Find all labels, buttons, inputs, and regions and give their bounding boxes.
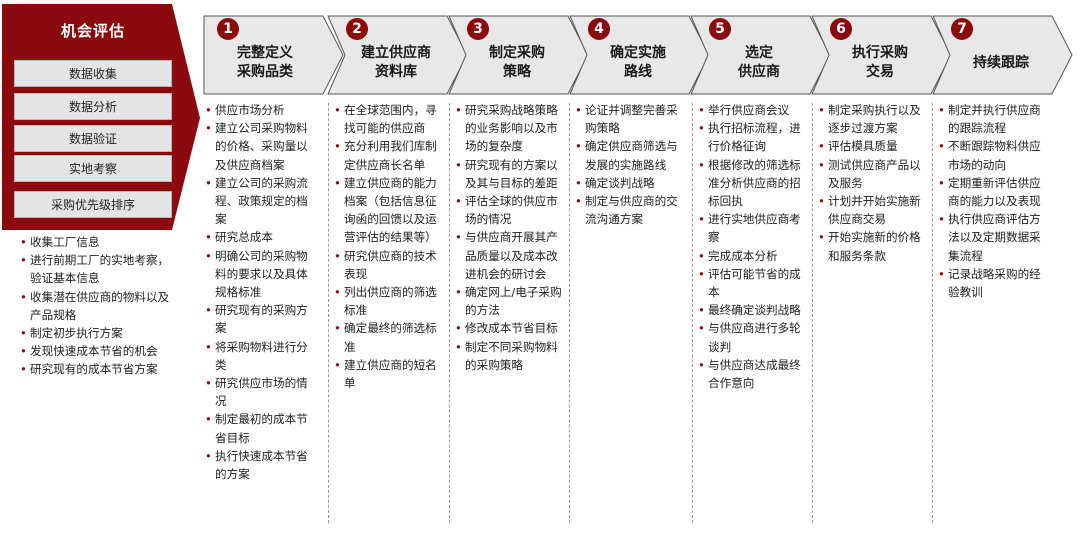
eval-item-priority-ranking: 采购优先级排序 [14,191,172,218]
list-item: 建立供应商的短名单 [334,356,446,392]
opportunity-evaluation-panel: 机会评估 数据收集 数据分析 数据验证 实地考察 采购优先级排序 [0,0,205,230]
list-item: 在全球范围内，寻找可能的供应商 [334,101,446,137]
step-title: 建立供应商资料库 [361,45,431,80]
step-bullet-list-execute-transaction: 制定采购执行以及逐步过渡方案评估模具质量测试供应商产品以及服务计划并开始实施新供… [818,101,930,265]
evaluation-title: 机会评估 [60,22,125,40]
step-title: 制定采购策略 [489,45,545,80]
list-item: 研究采购战略策略的业务影响以及市场的复杂度 [455,101,567,156]
list-item: 制定初步执行方案 [20,324,178,342]
step-title: 选定供应商 [738,45,780,80]
step-supplier-database: 2 建立供应商资料库 [327,15,469,95]
eval-item-site-visit: 实地考察 [14,155,172,182]
list-item: 明确公司的采购物料的要求以及具体规格标准 [205,247,317,302]
step-number-badge: 1 [217,18,239,40]
column-divider [692,103,693,523]
eval-item-data-collection: 数据收集 [14,60,172,87]
evaluation-bullet-list: 收集工厂信息 进行前期工厂的实地考察，验证基本信息 收集潜在供应商的物料以及产品… [20,233,178,379]
list-item: 计划并开始实施新供应商交易 [818,192,930,228]
list-item: 评估模具质量 [818,137,930,155]
list-item: 进行前期工厂的实地考察，验证基本信息 [20,251,178,287]
list-item: 论证并调整完善采购策略 [575,101,687,137]
list-item: 最终确定谈判战略 [698,301,810,319]
step-number-badge: 4 [588,18,610,40]
list-item: 进行实地供应商考察 [698,210,810,246]
column-divider [328,103,329,523]
step-define-category: 1 完整定义采购品类 [203,15,345,95]
list-item: 发现快速成本节省的机会 [20,342,178,360]
list-item: 执行供应商评估方法以及定期数据采集流程 [938,210,1050,265]
step-bullet-list-supplier-database: 在全球范围内，寻找可能的供应商充分利用我们库制定供应商长名单建立供应商的能力档案… [334,101,446,392]
eval-item-data-analysis: 数据分析 [14,93,172,120]
step-title: 持续跟踪 [973,54,1029,71]
list-item: 根据修改的筛选标准分析供应商的招标回执 [698,156,810,211]
list-item: 收集工厂信息 [20,233,178,251]
list-item: 列出供应商的筛选标准 [334,283,446,319]
list-item: 开始实施新的价格和服务条款 [818,228,930,264]
step-number-badge: 3 [467,18,489,40]
step-select-supplier: 5 选定供应商 [690,15,832,95]
list-item: 执行快速成本节省的方案 [205,447,317,483]
list-item: 测试供应商产品以及服务 [818,156,930,192]
list-item: 制定与供应商的交流沟通方案 [575,192,687,228]
step-number-badge: 7 [951,18,973,40]
list-item: 建立公司的采购流程、政策规定的档案 [205,174,317,229]
column-divider [569,103,570,523]
column-divider [449,103,450,523]
step-title: 执行采购交易 [852,45,908,80]
list-item: 与供应商达成最终合作意向 [698,356,810,392]
step-number-badge: 5 [709,18,731,40]
list-item: 制定采购执行以及逐步过渡方案 [818,101,930,137]
list-item: 研究供应市场的情况 [205,374,317,410]
list-item: 制定不同采购物料的采购策略 [455,338,567,374]
list-item: 供应市场分析 [205,101,317,119]
list-item: 评估全球的供应市场的情况 [455,192,567,228]
list-item: 研究现有的成本节省方案 [20,360,178,378]
list-item: 研究供应商的技术表现 [334,247,446,283]
step-chevron-shape [203,15,344,95]
list-item: 举行供应商会议 [698,101,810,119]
list-item: 确定供应商筛选与发展的实施路线 [575,137,687,173]
list-item: 确定谈判战略 [575,174,687,192]
list-item: 建立供应商的能力档案（包括信息征询函的回馈以及运营评估的结果等） [334,174,446,247]
list-item: 执行招标流程，进行价格征询 [698,119,810,155]
list-item: 定期重新评估供应商的能力以及表现 [938,174,1050,210]
list-item: 不断跟踪物料供应市场的动向 [938,137,1050,173]
list-item: 建立公司采购物料的价格、采购量以及供应商档案 [205,119,317,174]
step-bullet-list-implementation-route: 论证并调整完善采购策略确定供应商筛选与发展的实施路线确定谈判战略制定与供应商的交… [575,101,687,228]
step-bullet-list-sourcing-strategy: 研究采购战略策略的业务影响以及市场的复杂度研究现有的方案以及其与目标的差距评估全… [455,101,567,374]
list-item: 修改成本节省目标 [455,319,567,337]
column-divider [932,103,933,523]
list-item: 完成成本分析 [698,247,810,265]
list-item: 收集潜在供应商的物料以及产品规格 [20,288,178,324]
list-item: 研究总成本 [205,228,317,246]
step-title: 确定实施路线 [610,45,666,80]
list-item: 记录战略采购的经验教训 [938,265,1050,301]
list-item: 制定并执行供应商的跟踪流程 [938,101,1050,137]
eval-item-data-validation: 数据验证 [14,125,172,152]
list-item: 研究现有的采购方案 [205,301,317,337]
step-number-badge: 6 [830,18,852,40]
list-item: 制定最初的成本节省目标 [205,410,317,446]
step-bullet-list-select-supplier: 举行供应商会议执行招标流程，进行价格征询根据修改的筛选标准分析供应商的招标回执进… [698,101,810,392]
list-item: 将采购物料进行分类 [205,338,317,374]
list-item: 确定网上/电子采购的方法 [455,283,567,319]
list-item: 评估可能节省的成本 [698,265,810,301]
step-title: 完整定义采购品类 [237,45,293,80]
step-bullet-list-continuous-tracking: 制定并执行供应商的跟踪流程不断跟踪物料供应市场的动向定期重新评估供应商的能力以及… [938,101,1050,301]
list-item: 充分利用我们库制定供应商长名单 [334,137,446,173]
list-item: 研究现有的方案以及其与目标的差距 [455,156,567,192]
list-item: 与供应商开展其产品质量以及成本改进机会的研讨会 [455,228,567,283]
step-number-badge: 2 [346,18,368,40]
list-item: 与供应商进行多轮谈判 [698,319,810,355]
step-bullet-list-define-category: 供应市场分析建立公司采购物料的价格、采购量以及供应商档案建立公司的采购流程、政策… [205,101,317,483]
list-item: 确定最终的筛选标准 [334,319,446,355]
column-divider [812,103,813,523]
